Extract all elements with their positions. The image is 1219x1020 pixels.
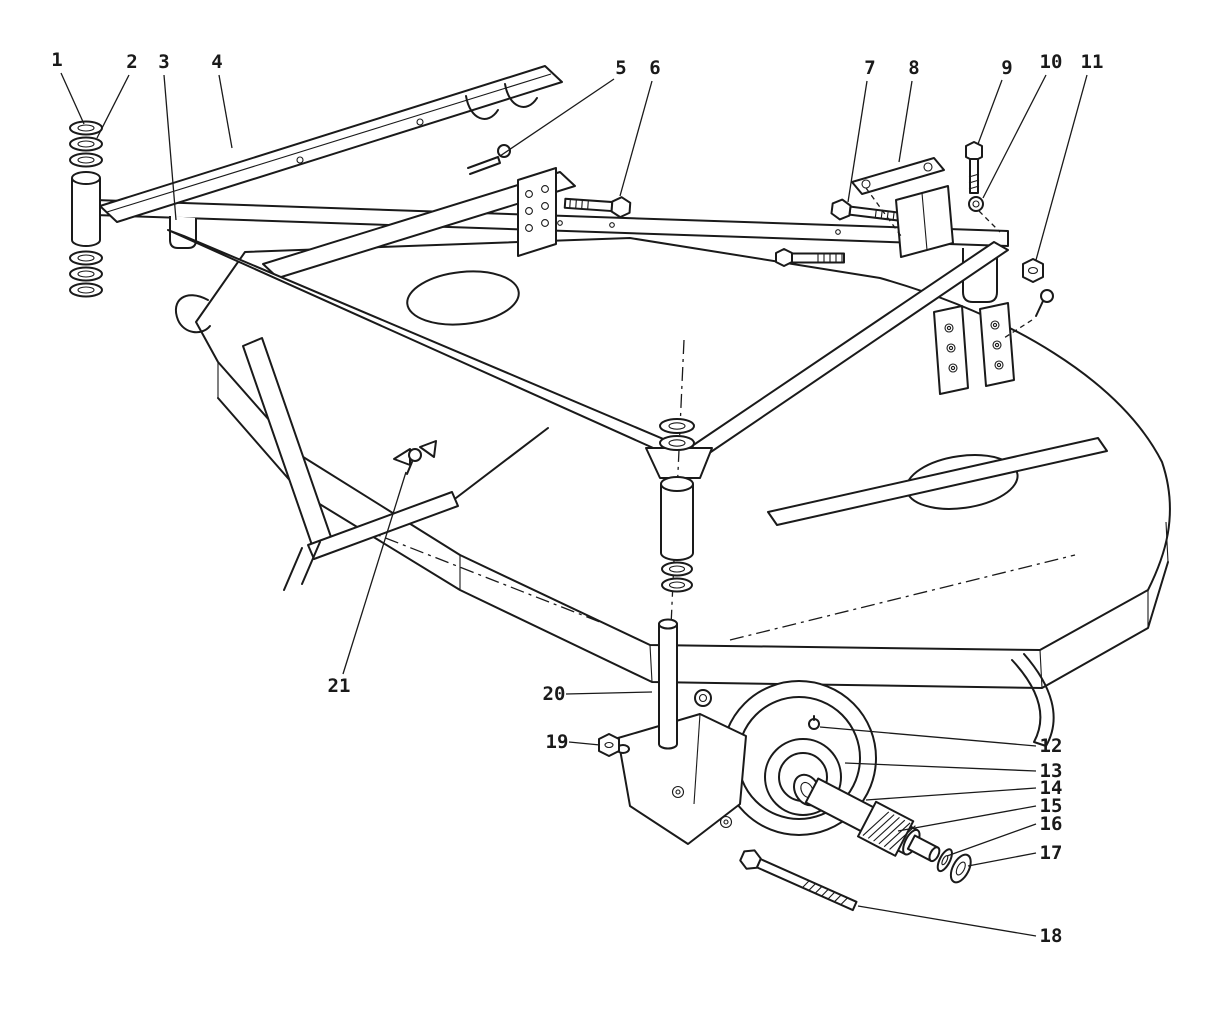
callout-label-11: 11 [1081,51,1104,73]
callout-label-16: 16 [1040,813,1063,835]
callout-label-15: 15 [1040,795,1063,817]
callout-leader-7 [847,80,868,203]
deck-centerline-right [729,554,1076,641]
rail-bolt-plate [517,167,557,257]
cotter-pin [1003,289,1054,339]
callout-leader-8 [898,80,913,163]
deck-left-legs [283,427,549,591]
callout-leader-20 [565,691,653,695]
callout-label-4: 4 [211,51,222,73]
callout-leader-16 [946,823,1037,857]
callout-label-10: 10 [1040,51,1063,73]
deck-left-crossbar [307,491,459,560]
loose-hardware [467,141,1044,283]
spindle-spacer-stack [659,418,695,593]
bolt-7 [830,198,902,222]
callout-leader-6 [619,80,653,197]
carrier-frame [69,65,1009,479]
deck-right-pipe [1011,653,1055,747]
deck-centerline-left [359,527,601,623]
axle-assembly [804,777,972,884]
callout-label-5: 5 [615,57,626,79]
callout-label-21: 21 [328,675,351,697]
spindle-tube [658,618,712,750]
callout-leader-4 [218,74,233,149]
callout-leader-3 [163,74,177,221]
callout-leader-9 [977,79,1003,145]
callout-leader-19 [568,741,601,746]
clevis-pin [467,144,511,175]
nut-19 [598,733,630,757]
deck-left-pipe [175,294,211,334]
lock-washer-10 [968,196,1001,233]
callout-label-18: 18 [1040,925,1063,947]
deck-rear-bracket-left [933,305,969,395]
callout-leader-11 [1035,74,1088,261]
callout-leader-14 [865,787,1037,801]
callout-leader-2 [96,74,130,139]
bolt-9 [965,141,983,194]
callout-label-14: 14 [1040,777,1063,799]
axle-bearing [856,800,915,857]
strap-bracket-8 [851,157,954,258]
grease-fitting [808,715,820,730]
callout-leader-5 [499,78,615,157]
deck-spindle-hole-left [406,270,520,326]
inner-rail [262,167,576,279]
callout-leader-1 [60,72,85,125]
callout-leader-15 [897,805,1037,832]
caster-fork [617,713,747,845]
callout-label-17: 17 [1040,842,1063,864]
callout-leader-13 [844,762,1037,772]
callout-label-9: 9 [1001,57,1012,79]
frame-bar-bolt [775,248,845,267]
callout-label-8: 8 [908,57,919,79]
bolt-6 [563,196,632,219]
callout-leader-18 [857,905,1037,937]
rail-strap-1 [465,95,499,120]
axle-bolt [739,849,858,912]
callout-label-12: 12 [1040,735,1063,757]
callout-leader-10 [982,74,1047,199]
callout-leader-12 [819,726,1037,747]
deck-rear-bracket-right [979,302,1015,387]
wing-knob [393,440,437,475]
callout-label-3: 3 [158,51,169,73]
axle-washer-1 [936,848,953,873]
callout-label-19: 19 [546,731,569,753]
callout-label-20: 20 [543,683,566,705]
nut-11 [1022,258,1044,283]
callout-label-7: 7 [864,57,875,79]
caster-wheel-assembly [393,339,972,912]
callout-leader-21 [342,471,407,675]
callout-leader-17 [967,852,1037,867]
axle-washer-2 [949,853,972,884]
pivot-pin-stack [69,120,103,298]
callout-label-1: 1 [51,49,62,71]
callout-label-13: 13 [1040,760,1063,782]
rail-strap-2 [504,83,538,108]
callout-label-2: 2 [126,51,137,73]
callout-label-6: 6 [649,57,660,79]
drawbar-rail [99,65,563,223]
deck-baffle [767,437,1108,526]
